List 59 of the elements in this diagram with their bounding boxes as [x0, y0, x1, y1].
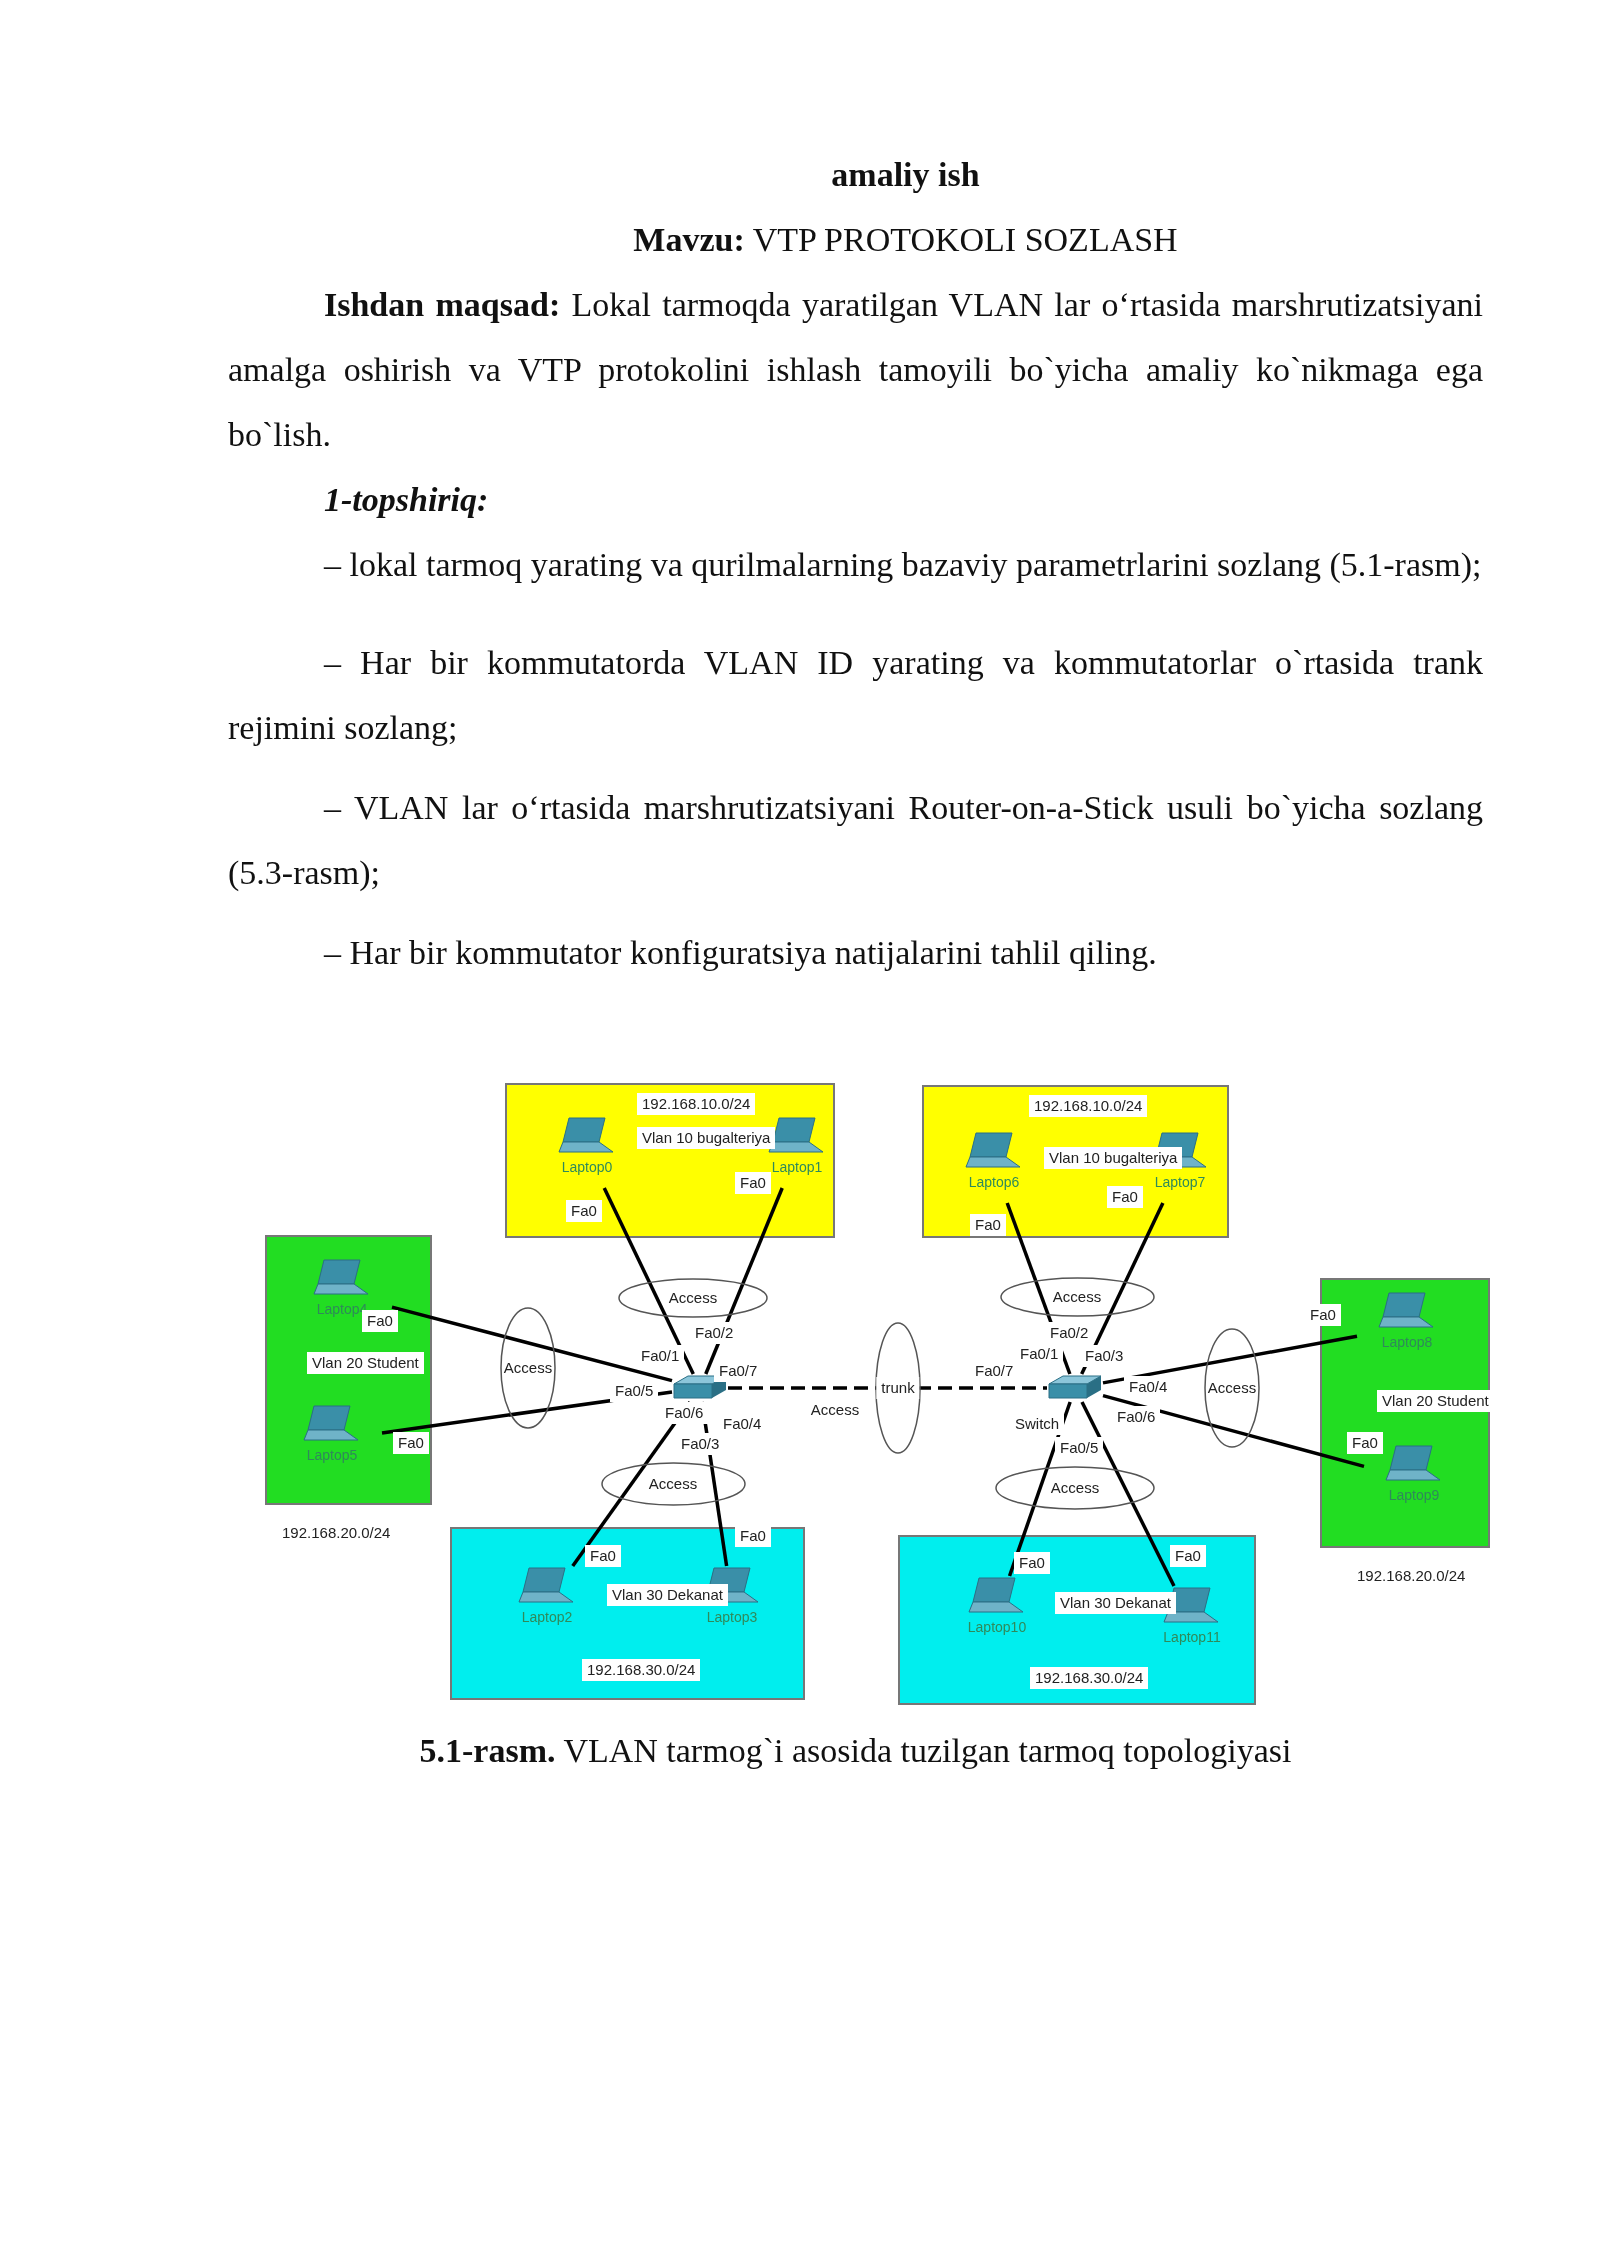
port-label: Fa0: [1014, 1552, 1050, 1574]
device-label: Laptop3: [705, 1609, 759, 1625]
paragraph: Ishdan maqsad: Lokal tarmoqda yaratilgan VLAN lar o‘rtasida marshrutizatsiyani amalga oshirish va VTP protokolini ishlash tamoyili bo`yicha amaliy ko`nikmaga ega bo`lish.: [228, 285, 1483, 455]
port-label: Fa0: [735, 1172, 771, 1194]
port-label: Fa0: [1170, 1545, 1206, 1567]
paragraph: – VLAN lar o‘rtasida marshrutizatsiyani Router-on-a-Stick usuli bo`yicha sozlang (5.3-rasm);: [228, 788, 1483, 893]
network-label: 192.168.20.0/24: [1356, 1566, 1467, 1586]
link-type-label: Access: [1049, 1478, 1101, 1498]
network-label: Vlan 20 Student: [307, 1352, 424, 1374]
port-label: Fa0: [1347, 1432, 1383, 1454]
network-label: 192.168.30.0/24: [582, 1659, 701, 1681]
network-label: Vlan 30 Dekanat: [607, 1584, 728, 1606]
device-label: Laptop8: [1380, 1334, 1434, 1350]
device-label: Laptop0: [560, 1159, 614, 1175]
link-type-label: Access: [1206, 1378, 1258, 1398]
network-label: 192.168.10.0/24: [637, 1093, 756, 1115]
cable-line: [1080, 1202, 1165, 1375]
device-label: Laptop6: [967, 1174, 1021, 1190]
link-type-label: Access: [502, 1358, 554, 1378]
port-label: Fa0: [566, 1200, 602, 1222]
network-label: 192.168.20.0/24: [281, 1523, 392, 1543]
link-type-label: Access: [809, 1400, 861, 1420]
vlan-area: [505, 1083, 835, 1238]
task-heading: 1-topshiriq:: [323, 480, 490, 520]
paragraph: – Har bir kommutatorda VLAN ID yarating va kommutatorlar o`rtasida trank rejimini sozlang;: [228, 643, 1483, 748]
device-label: Laptop10: [966, 1619, 1028, 1635]
network-label: Vlan 30 Dekanat: [1055, 1592, 1176, 1614]
topic-line: Mavzu: VTP PROTOKOLI SOZLASH: [632, 220, 1179, 260]
paragraph: – lokal tarmoq yarating va qurilmalarning bazaviy parametrlarini sozlang (5.1-rasm);: [322, 545, 1483, 585]
device-label: Laptop11: [1162, 1629, 1222, 1645]
device-label: Laptop9: [1387, 1487, 1441, 1503]
device-label: Laptop2: [520, 1609, 574, 1625]
paragraph: – Har bir kommutator konfiguratsiya natijalarini tahlil qiling.: [322, 933, 1158, 973]
figure-caption: 5.1-rasm. VLAN tarmog`i asosida tuzilgan tarmoq topologiyasi: [418, 1731, 1293, 1771]
link-type-label: Access: [647, 1474, 699, 1494]
port-label: Fa0: [1107, 1186, 1143, 1208]
port-label: Fa0: [393, 1432, 429, 1454]
page-title: amaliy ish: [830, 155, 981, 195]
network-label: Vlan 10 bugalteriya: [1044, 1147, 1183, 1169]
vlan-area: [922, 1085, 1229, 1238]
cable-line: [391, 1305, 673, 1383]
port-label: Fa0: [362, 1310, 398, 1332]
network-label: 192.168.30.0/24: [1030, 1667, 1149, 1689]
vlan-area: [898, 1535, 1256, 1705]
device-label: Laptop5: [305, 1447, 359, 1463]
port-label: Fa0: [585, 1545, 621, 1567]
network-label: 192.168.10.0/24: [1029, 1095, 1148, 1117]
port-label: Fa0: [735, 1525, 771, 1547]
vlan-area: [450, 1527, 805, 1700]
device-label: Laptop7: [1153, 1174, 1207, 1190]
link-type-label: trunk: [876, 1377, 920, 1399]
cable-line: [602, 1187, 695, 1375]
link-type-label: Access: [1051, 1287, 1103, 1307]
port-label: Fa0: [970, 1214, 1006, 1236]
cable-line: [704, 1187, 784, 1375]
link-type-label: Access: [667, 1288, 719, 1308]
network-label: Vlan 10 bugalteriya: [637, 1127, 776, 1149]
trunk-cable: [728, 1386, 1047, 1390]
device-label: Laptop1: [770, 1159, 824, 1175]
